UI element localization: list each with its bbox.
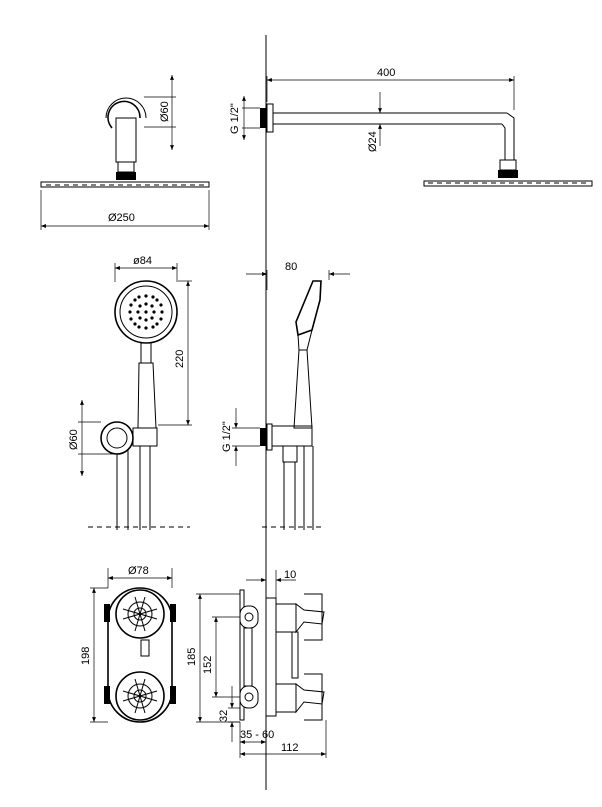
mixer-side-view: 10 185 152 32 35 - 60 112: [186, 569, 327, 758]
rain-shower-side-view: 400 Ø24 G 1/2": [229, 67, 593, 187]
mixer-install-depth-label: 35 - 60: [240, 729, 274, 741]
mixer-rose-diameter-label: Ø78: [128, 565, 149, 577]
arm-thread-label: G 1/2": [229, 103, 241, 134]
mixer-body-height-label: 185: [186, 648, 198, 666]
arm-length-label: 400: [377, 67, 395, 79]
hand-shower-head-diameter-label: ø84: [133, 255, 152, 267]
rain-shower-front-view: Ø60 Ø250: [40, 75, 210, 230]
mixer-total-height-label: 198: [80, 647, 92, 665]
mixer-center-distance-label: 152: [202, 656, 214, 674]
elbow-thread-label: G 1/2": [221, 421, 233, 452]
rain-head-diameter-label: Ø250: [108, 212, 135, 224]
arm-diameter-label: Ø24: [367, 131, 379, 152]
hand-shower-side-view: 80 G 1/2": [221, 261, 350, 530]
mixer-front-view: Ø78 198: [80, 565, 176, 723]
mixer-plate-offset-label: 10: [284, 569, 296, 581]
rain-head-flange-diameter-label: Ø60: [159, 101, 171, 122]
mixer-bottom-offset-label: 32: [218, 710, 230, 722]
hand-shower-nozzles: [128, 294, 164, 330]
hand-shower-length-label: 220: [174, 350, 186, 368]
hand-shower-front-view: ø84 220 Ø60: [68, 255, 192, 530]
mixer-projection-label: 112: [281, 742, 299, 754]
wall-elbow-diameter-label: Ø60: [68, 429, 80, 450]
hand-shower-projection-label: 80: [285, 261, 297, 273]
